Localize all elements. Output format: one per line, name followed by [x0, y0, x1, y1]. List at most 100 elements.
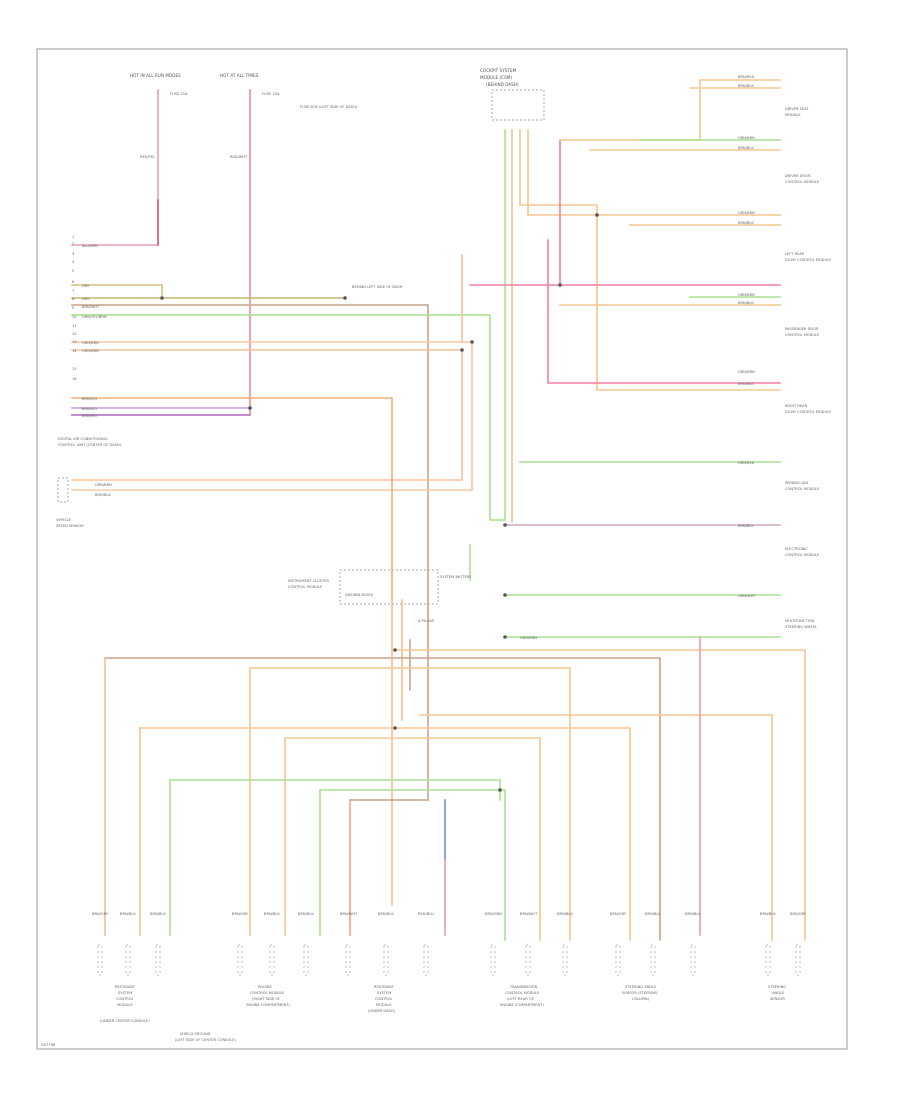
bottom-module-restraint-console: RESTRAINT SYSTEM CONTROL MODULE (UNDER C… — [100, 985, 150, 1023]
bm-line: CONTROL — [375, 997, 393, 1001]
module-name-1: PASSENGER DOOR — [785, 327, 819, 331]
left-pin-6: 7 — [72, 289, 74, 293]
label-fuse-box: FUSE BOX (LEFT SIDE OF DASH) — [300, 105, 358, 109]
bottom-connector-13 — [650, 944, 656, 976]
left-row-3: BRN/WHT — [82, 305, 100, 309]
module-name-2: MODULE — [785, 113, 801, 117]
module-mfsw: GRN/WHT GRN/BRN MULTIFUNCTION STEERING W… — [520, 594, 817, 640]
wire-row-grn-brn-2 — [71, 349, 463, 481]
label-dac-1: DIGITAL AIR CONDITIONING — [58, 437, 108, 441]
label-wire-red-wht: RED/WHT — [230, 155, 248, 159]
left-pin-7: 8 — [72, 297, 75, 301]
module-wire-b: BRN/BLK — [738, 146, 754, 150]
wire-layer — [71, 79, 806, 941]
bm-line: SYSTEM — [377, 991, 391, 995]
bm-line: TRANSMISSION — [509, 985, 538, 989]
module-wire-a: GRN/BRN — [738, 293, 755, 297]
bottom-pin-16: BRN/GRY — [790, 912, 807, 916]
bm-line: (RIGHT SIDE OF — [252, 997, 280, 1001]
wire-csm-orange-3 — [527, 129, 781, 216]
bus-668 — [249, 667, 571, 941]
bottom-connector-9 — [490, 944, 496, 976]
bm-line: STEERING — [768, 985, 786, 989]
module-name-2: CONTROL MODULE — [785, 553, 820, 557]
label-hot-run: HOT IN ALL RUN MODES — [130, 73, 181, 78]
label-csm-1: COCKPIT SYSTEM — [480, 68, 517, 73]
left-pin-4: 5 — [72, 269, 74, 273]
left-row-9: BRN/VIO — [82, 414, 97, 418]
label-dac-2: CONTROL UNIT (CENTER OF DASH) — [58, 443, 122, 447]
module-name-1: ELECTRONIC — [785, 547, 808, 551]
module-passenger-door: GRN/BRN BRN/BLK PASSENGER DOOR CONTROL M… — [738, 293, 820, 337]
bottom-connector-15 — [765, 944, 771, 976]
left-pin-12: 13 — [72, 340, 77, 344]
label-corner-code: G47786 — [41, 1043, 56, 1047]
label-hot-always: HOT AT ALL TIMES — [220, 73, 259, 78]
bottom-pin-9: BRN/GRN — [485, 912, 502, 916]
bottom-pin-6: BRN/WHT — [340, 912, 358, 916]
left-pin-5: 6 — [72, 280, 75, 284]
label-vss-2: SPEED SENSOR — [56, 524, 84, 528]
module-electronic: BRN/BLK ELECTRONIC CONTROL MODULE — [738, 524, 820, 557]
left-pin-14: 15 — [72, 367, 77, 371]
bm-line: CONTROL — [116, 997, 134, 1001]
module-name-1: DRIVER DOOR — [785, 174, 811, 178]
label-fuse-a: FUSE 15A — [170, 92, 188, 96]
left-pin-13: 14 — [72, 349, 77, 353]
bottom-connector-4 — [269, 944, 275, 976]
vss-connector — [57, 477, 69, 503]
bottom-pin-7: BRN/BLK — [378, 912, 394, 916]
wire-feed-a — [71, 89, 159, 246]
left-row-0: BLU/BRN — [82, 244, 98, 248]
label-fuse-b: FUSE 10A — [262, 92, 280, 96]
left-row-6: GRN/BRN — [82, 349, 99, 353]
module-parking-aid: GRN/BLK PARKING AID CONTROL MODULE — [738, 461, 820, 491]
module-wire-a: GRN/BLK — [738, 461, 755, 465]
wire-right-rear-pink — [547, 239, 781, 384]
module-driver-seat: BRN/RED BRN/BLK DRIVER SEAT MODULE — [738, 75, 809, 117]
module-right-rear: GRN/BRN BRN/BLK RIGHT REAR DOOR CONTROL … — [738, 370, 832, 414]
module-name-2: STEERING WHEEL — [785, 625, 817, 629]
wire-row-grn-yel — [71, 314, 506, 521]
label-ic-extra: SYSTEM BATTERY — [440, 575, 472, 579]
bus-728 — [139, 727, 631, 941]
bottom-connector-10 — [525, 944, 531, 976]
module-wire-b: GRN/BRN — [520, 636, 537, 640]
bottom-connector-12 — [615, 944, 621, 976]
left-pin-3: 4 — [72, 260, 75, 264]
bottom-pin-0: BRN/GRY — [92, 912, 109, 916]
label-ic-1: INSTRUMENT CLUSTER — [288, 579, 329, 583]
left-pin-11: 12 — [72, 332, 77, 336]
label-shield-ground: SHIELD GROUND — [180, 1032, 211, 1036]
left-row-1: GRY — [82, 284, 90, 288]
bottom-module-steering-angle-1: STEERING ANGLE SENSOR (STEERING COLUMN) — [622, 985, 658, 1001]
module-wire-a: GRN/BRN — [738, 136, 755, 140]
diagram-frame — [36, 48, 848, 1050]
module-name-2: DOOR CONTROL MODULE — [785, 258, 832, 262]
left-pin-1: 2 — [72, 242, 74, 246]
bus-658 — [104, 657, 661, 941]
wire-feed-b — [71, 89, 251, 416]
bm-line: SENSOR — [770, 997, 785, 1001]
left-row-8: BRN/VIO — [82, 407, 97, 411]
bottom-pin-3: BRN/GRY — [232, 912, 249, 916]
bottom-pin-12: BRN/GRY — [610, 912, 627, 916]
left-pin-2: 3 — [72, 252, 74, 256]
left-row-2: GRY — [82, 297, 90, 301]
label-csm-2: MODULE (CSM) — [480, 75, 512, 80]
bm-line: ENGINE COMPARTMENT) — [500, 1003, 544, 1007]
bm-line: COLUMN) — [632, 997, 650, 1001]
bottom-module-transmission: TRANSMISSION CONTROL MODULE (LEFT REAR O… — [500, 985, 544, 1007]
left-row-4: GRN/YEL/BRN — [82, 315, 107, 319]
left-connector-labels: BLU/BRN GRY GRY BRN/WHT GRN/YEL/BRN GRN/… — [82, 244, 107, 418]
wire-row-brn-wht — [71, 304, 429, 801]
bottom-connector-6 — [345, 944, 351, 976]
module-name-2: CONTROL MODULE — [785, 487, 820, 491]
module-name-2: CONTROL MODULE — [785, 333, 820, 337]
bottom-connector-14 — [690, 944, 696, 976]
module-wire-b: BRN/BLK — [738, 301, 754, 305]
bm-line: ENGINE COMPARTMENT) — [246, 1003, 290, 1007]
